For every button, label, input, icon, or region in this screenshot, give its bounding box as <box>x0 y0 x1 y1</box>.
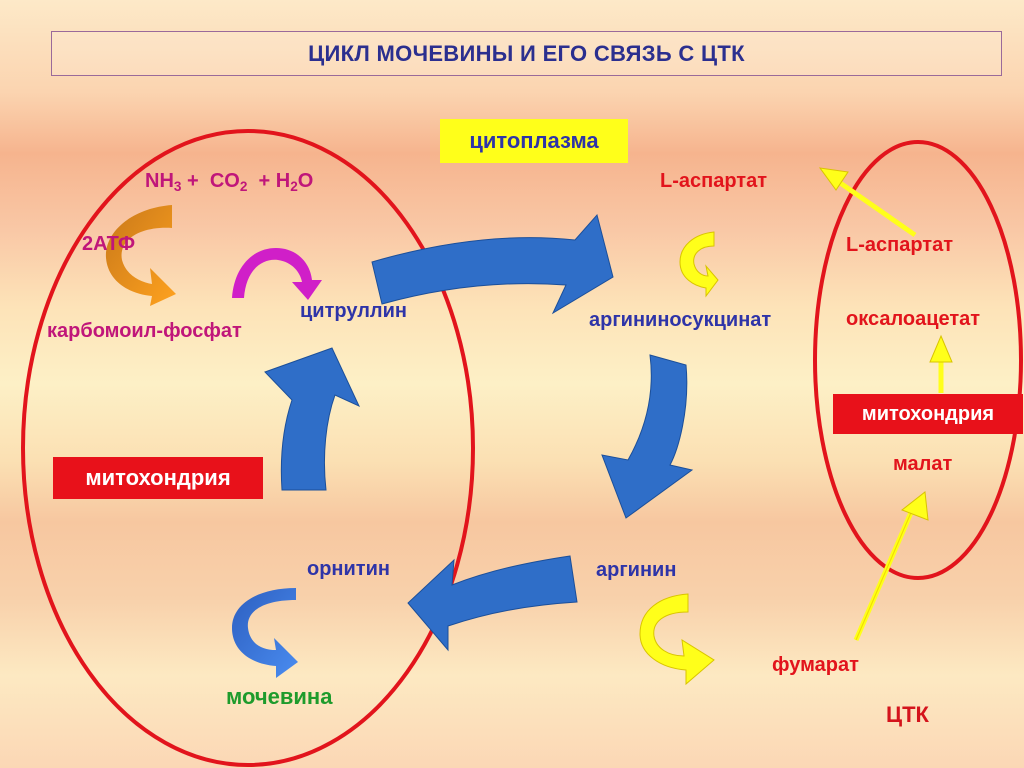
oxaloacetate-label: оксалоацетат <box>846 308 981 330</box>
arginine-label: аргинин <box>596 559 677 581</box>
l-aspartate-top-label: L-аспартат <box>660 170 767 192</box>
mitochondria-left-label: митохондрия <box>85 465 231 490</box>
title-box: ЦИКЛ МОЧЕВИНЫ И ЕГО СВЯЗЬ С ЦТК <box>51 31 1002 76</box>
argininosuccinate-label: аргининосукцинат <box>589 309 772 331</box>
nh3-label: NH <box>145 170 174 192</box>
arrow-to-l-aspartate-top-head <box>818 167 849 191</box>
plus-sign-2: + <box>258 170 271 192</box>
orange-curved-arrow <box>105 205 176 306</box>
mitochondria-right-label: митохондрия <box>861 402 995 425</box>
arrow-ornithine-to-citrulline <box>264 347 361 491</box>
l-aspartate-right-label: L-аспартат <box>846 234 953 256</box>
nh3-subscript: 3 <box>173 179 182 195</box>
malate-label: малат <box>893 453 953 475</box>
atp-label: 2АТФ <box>82 233 136 255</box>
mitochondria-right-ellipse <box>813 140 1023 580</box>
fumarate-label: фумарат <box>772 654 859 676</box>
cytoplasm-label-box: цитоплазма <box>440 119 628 163</box>
co2-label: CO <box>209 170 240 192</box>
co2-subscript: 2 <box>239 179 248 195</box>
arrow-arginine-to-ornithine <box>407 555 578 652</box>
yellow-curl-arrow-top <box>679 231 719 298</box>
arrow-argininosuccinate-to-arginine <box>601 354 694 519</box>
urea-label: мочевина <box>226 684 333 709</box>
page-title: ЦИКЛ МОЧЕВИНЫ И ЕГО СВЯЗЬ С ЦТК <box>308 40 745 66</box>
arrow-fumarate-to-malate-core <box>855 507 914 641</box>
arrow-to-l-aspartate-top <box>834 177 917 238</box>
mitochondria-left-ellipse <box>21 129 475 767</box>
arrow-fumarate-to-malate-head <box>900 491 929 521</box>
h2o-label-a: H <box>275 170 291 192</box>
plus-sign-1: + <box>187 170 199 192</box>
blue-curved-arrow-urea <box>232 588 298 678</box>
magenta-arc-arrow <box>232 248 322 300</box>
tca-label: ЦТК <box>886 702 929 727</box>
carbamoyl-phosphate-label: карбомоил-фосфат <box>47 320 242 342</box>
h2o-subscript: 2 <box>290 179 298 195</box>
arrow-malate-to-oxaloacetate-head <box>929 334 953 363</box>
ornithine-label: орнитин <box>307 558 390 580</box>
citrulline-label: цитруллин <box>300 300 407 322</box>
mitochondria-right-box: митохондрия <box>833 394 1023 434</box>
yellow-curl-arrow-bottom <box>639 593 715 686</box>
substrates-line: NH3 + CO2 + H2O <box>145 170 313 194</box>
cytoplasm-label: цитоплазма <box>469 128 599 153</box>
h2o-label-b: O <box>297 170 314 192</box>
mitochondria-left-box: митохондрия <box>53 457 263 499</box>
arrow-citrulline-to-argininosuccinate <box>371 213 614 315</box>
